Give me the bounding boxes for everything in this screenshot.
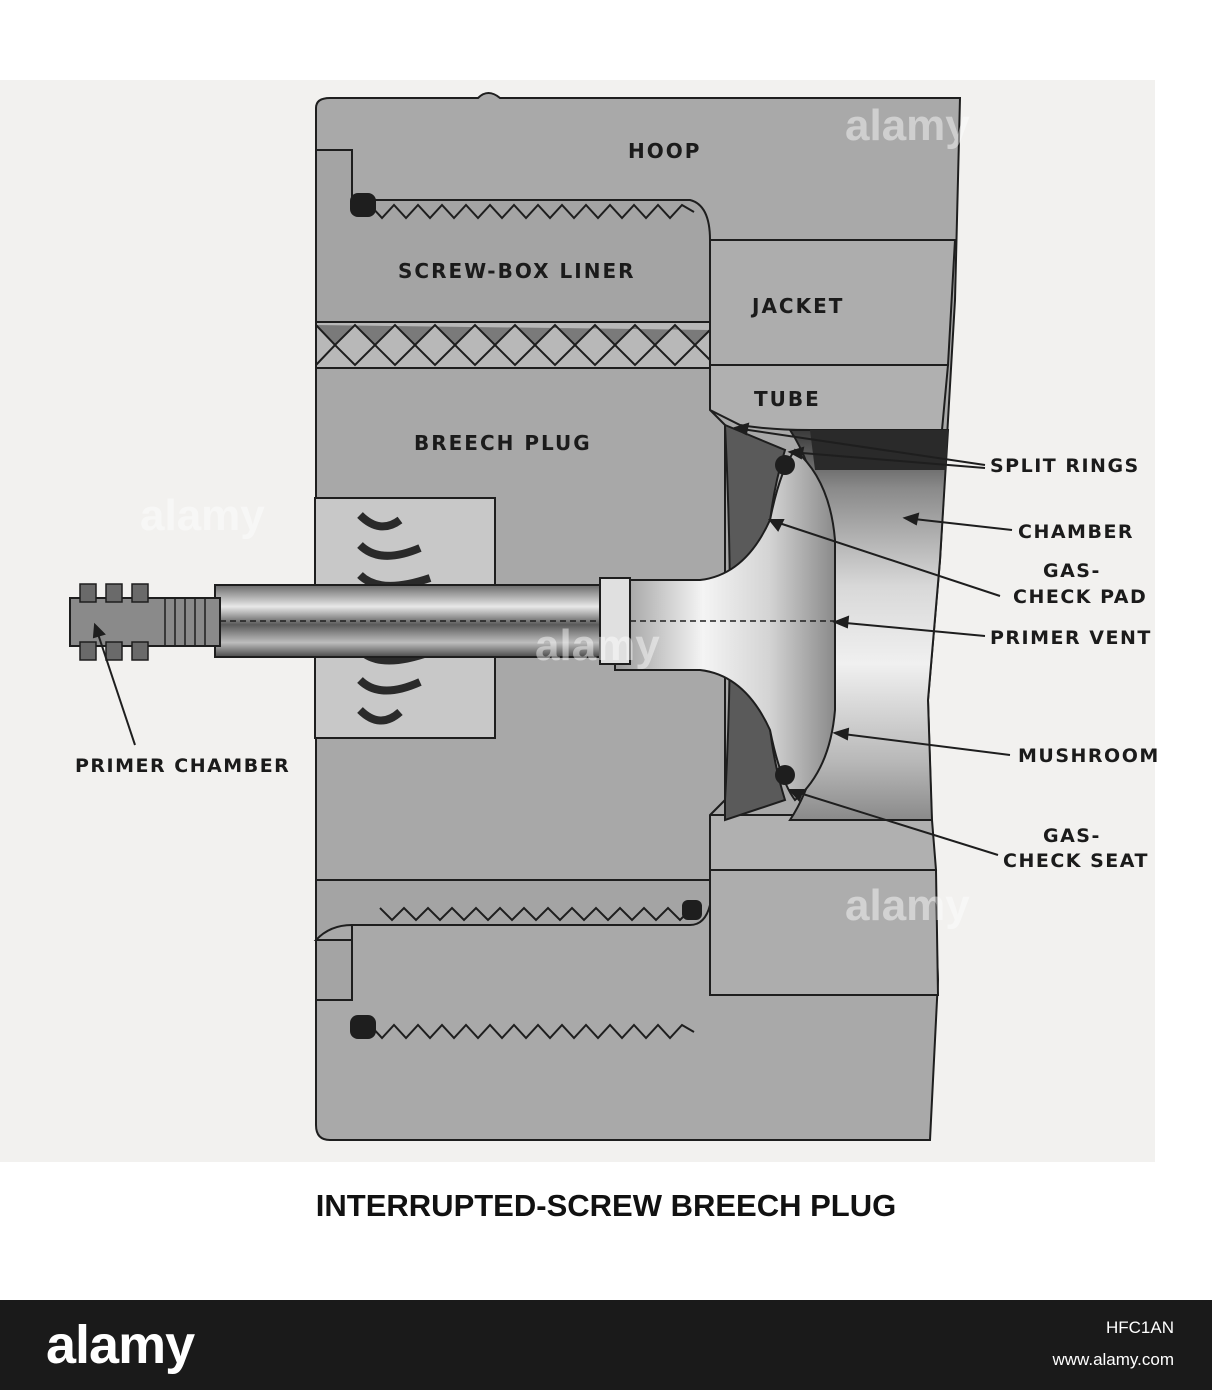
footer-bar: alamy HFC1AN www.alamy.com xyxy=(0,1300,1212,1390)
bottom-thread-corner xyxy=(682,900,702,920)
image-id: HFC1AN xyxy=(1105,1318,1174,1337)
footer-url[interactable]: www.alamy.com xyxy=(1052,1350,1174,1369)
liner-thread-upper xyxy=(315,323,711,347)
bottom-thread-2 xyxy=(369,1023,695,1040)
callout-gas-check-seat-2: CHECK SEAT xyxy=(1003,850,1149,872)
label-tube: TUBE xyxy=(754,387,821,411)
diagram-title: INTERRUPTED-SCREW BREECH PLUG xyxy=(315,1188,897,1223)
callout-primer-chamber: PRIMER CHAMBER xyxy=(75,755,290,777)
footer-logo[interactable]: alamy xyxy=(46,1315,195,1375)
label-jacket: JACKET xyxy=(750,294,844,318)
top-ring xyxy=(350,193,376,217)
lower-hoop-bulge xyxy=(313,923,353,941)
stem-collar xyxy=(599,577,631,665)
bottom-ring xyxy=(350,1015,376,1039)
callout-gas-check-pad-2: CHECK PAD xyxy=(1013,586,1147,608)
callout-gas-check-pad-1: GAS- xyxy=(1043,560,1101,582)
callout-gas-check-seat-1: GAS- xyxy=(1043,825,1101,847)
watermark: alamy xyxy=(845,881,970,930)
split-ring-lower xyxy=(775,765,795,785)
jacket-block-lower xyxy=(709,869,940,996)
top-thread xyxy=(369,203,695,220)
tube-block xyxy=(709,364,950,431)
primer-chamber-plug xyxy=(69,597,221,647)
watermark: alamy xyxy=(140,491,265,540)
bottom-thread-1 xyxy=(379,906,693,922)
tube-block-lower xyxy=(709,814,938,871)
callout-primer-vent: PRIMER VENT xyxy=(990,627,1152,649)
callout-split-rings: SPLIT RINGS xyxy=(990,455,1140,477)
label-hoop: HOOP xyxy=(628,139,701,163)
callout-mushroom: MUSHROOM xyxy=(1018,745,1160,767)
split-ring-upper xyxy=(775,455,795,475)
primer-knurls xyxy=(79,583,149,661)
leader-lines xyxy=(92,422,1013,856)
liner-thread-lower xyxy=(315,343,711,367)
label-screw-box-liner: SCREW-BOX LINER xyxy=(398,259,636,283)
primer-thread xyxy=(164,598,206,646)
watermark: alamy xyxy=(845,101,970,150)
breech-plug-diagram: HOOP SCREW-BOX LINER JACKET TUBE BREECH … xyxy=(0,80,1160,1162)
callout-chamber: CHAMBER xyxy=(1018,521,1134,543)
label-breech-plug: BREECH PLUG xyxy=(414,431,592,455)
watermark: alamy xyxy=(535,621,660,670)
